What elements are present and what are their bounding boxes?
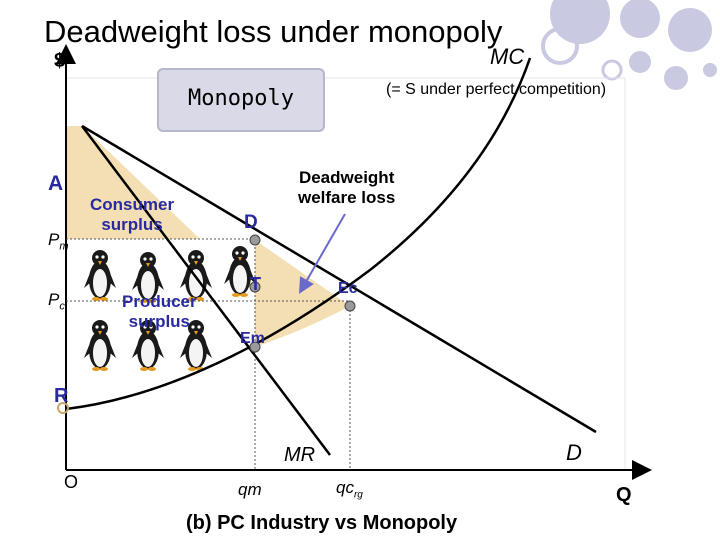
monopoly-box-text: Monopoly	[159, 86, 323, 111]
producer-surplus-label: Producer surplus	[122, 292, 197, 332]
deadweight-label-line2: welfare loss	[298, 188, 395, 208]
label-demand-curve: D	[566, 440, 582, 466]
penguin-icon	[84, 320, 116, 371]
y-axis-label: $	[54, 50, 65, 73]
consumer-surplus-line1: Consumer	[90, 195, 174, 215]
decor-circles	[543, 0, 717, 90]
label-qc-text: qc	[336, 478, 354, 497]
label-Pm: Pm	[48, 230, 69, 252]
consumer-surplus-label: Consumer surplus	[90, 195, 174, 235]
label-qc-subscript: rg	[354, 489, 363, 500]
label-qm: qm	[238, 480, 262, 500]
label-point-Em: Em	[240, 330, 265, 348]
label-origin: O	[64, 472, 78, 493]
label-point-D: D	[244, 212, 258, 234]
label-A: A	[48, 172, 63, 196]
consumer-surplus-line2: surplus	[90, 215, 174, 235]
label-point-T: T	[250, 274, 261, 295]
deadweight-arrow	[303, 214, 345, 287]
label-MR: MR	[284, 444, 315, 467]
label-R: R	[54, 385, 68, 408]
deadweight-label: Deadweight welfare loss	[298, 168, 395, 208]
caption: (b) PC Industry vs Monopoly	[186, 512, 457, 535]
label-Q: Q	[616, 484, 632, 507]
mc-curve-label: MC	[490, 44, 524, 70]
penguin-icon	[84, 250, 116, 301]
producer-surplus-line1: Producer	[122, 292, 197, 312]
label-Pc-text: Pc	[48, 290, 65, 309]
slide-title: Deadweight loss under monopoly	[44, 14, 502, 50]
producer-surplus-line2: surplus	[122, 312, 197, 332]
label-point-Ec: Ec	[338, 280, 358, 298]
label-qc: qcrg	[336, 478, 363, 500]
label-Pc: Pc	[48, 290, 65, 312]
mc-note: (= S under perfect competition)	[386, 81, 606, 99]
label-Pm-text: Pm	[48, 230, 69, 249]
deadweight-label-line1: Deadweight	[298, 168, 395, 188]
monopoly-box: Monopoly	[157, 68, 325, 132]
